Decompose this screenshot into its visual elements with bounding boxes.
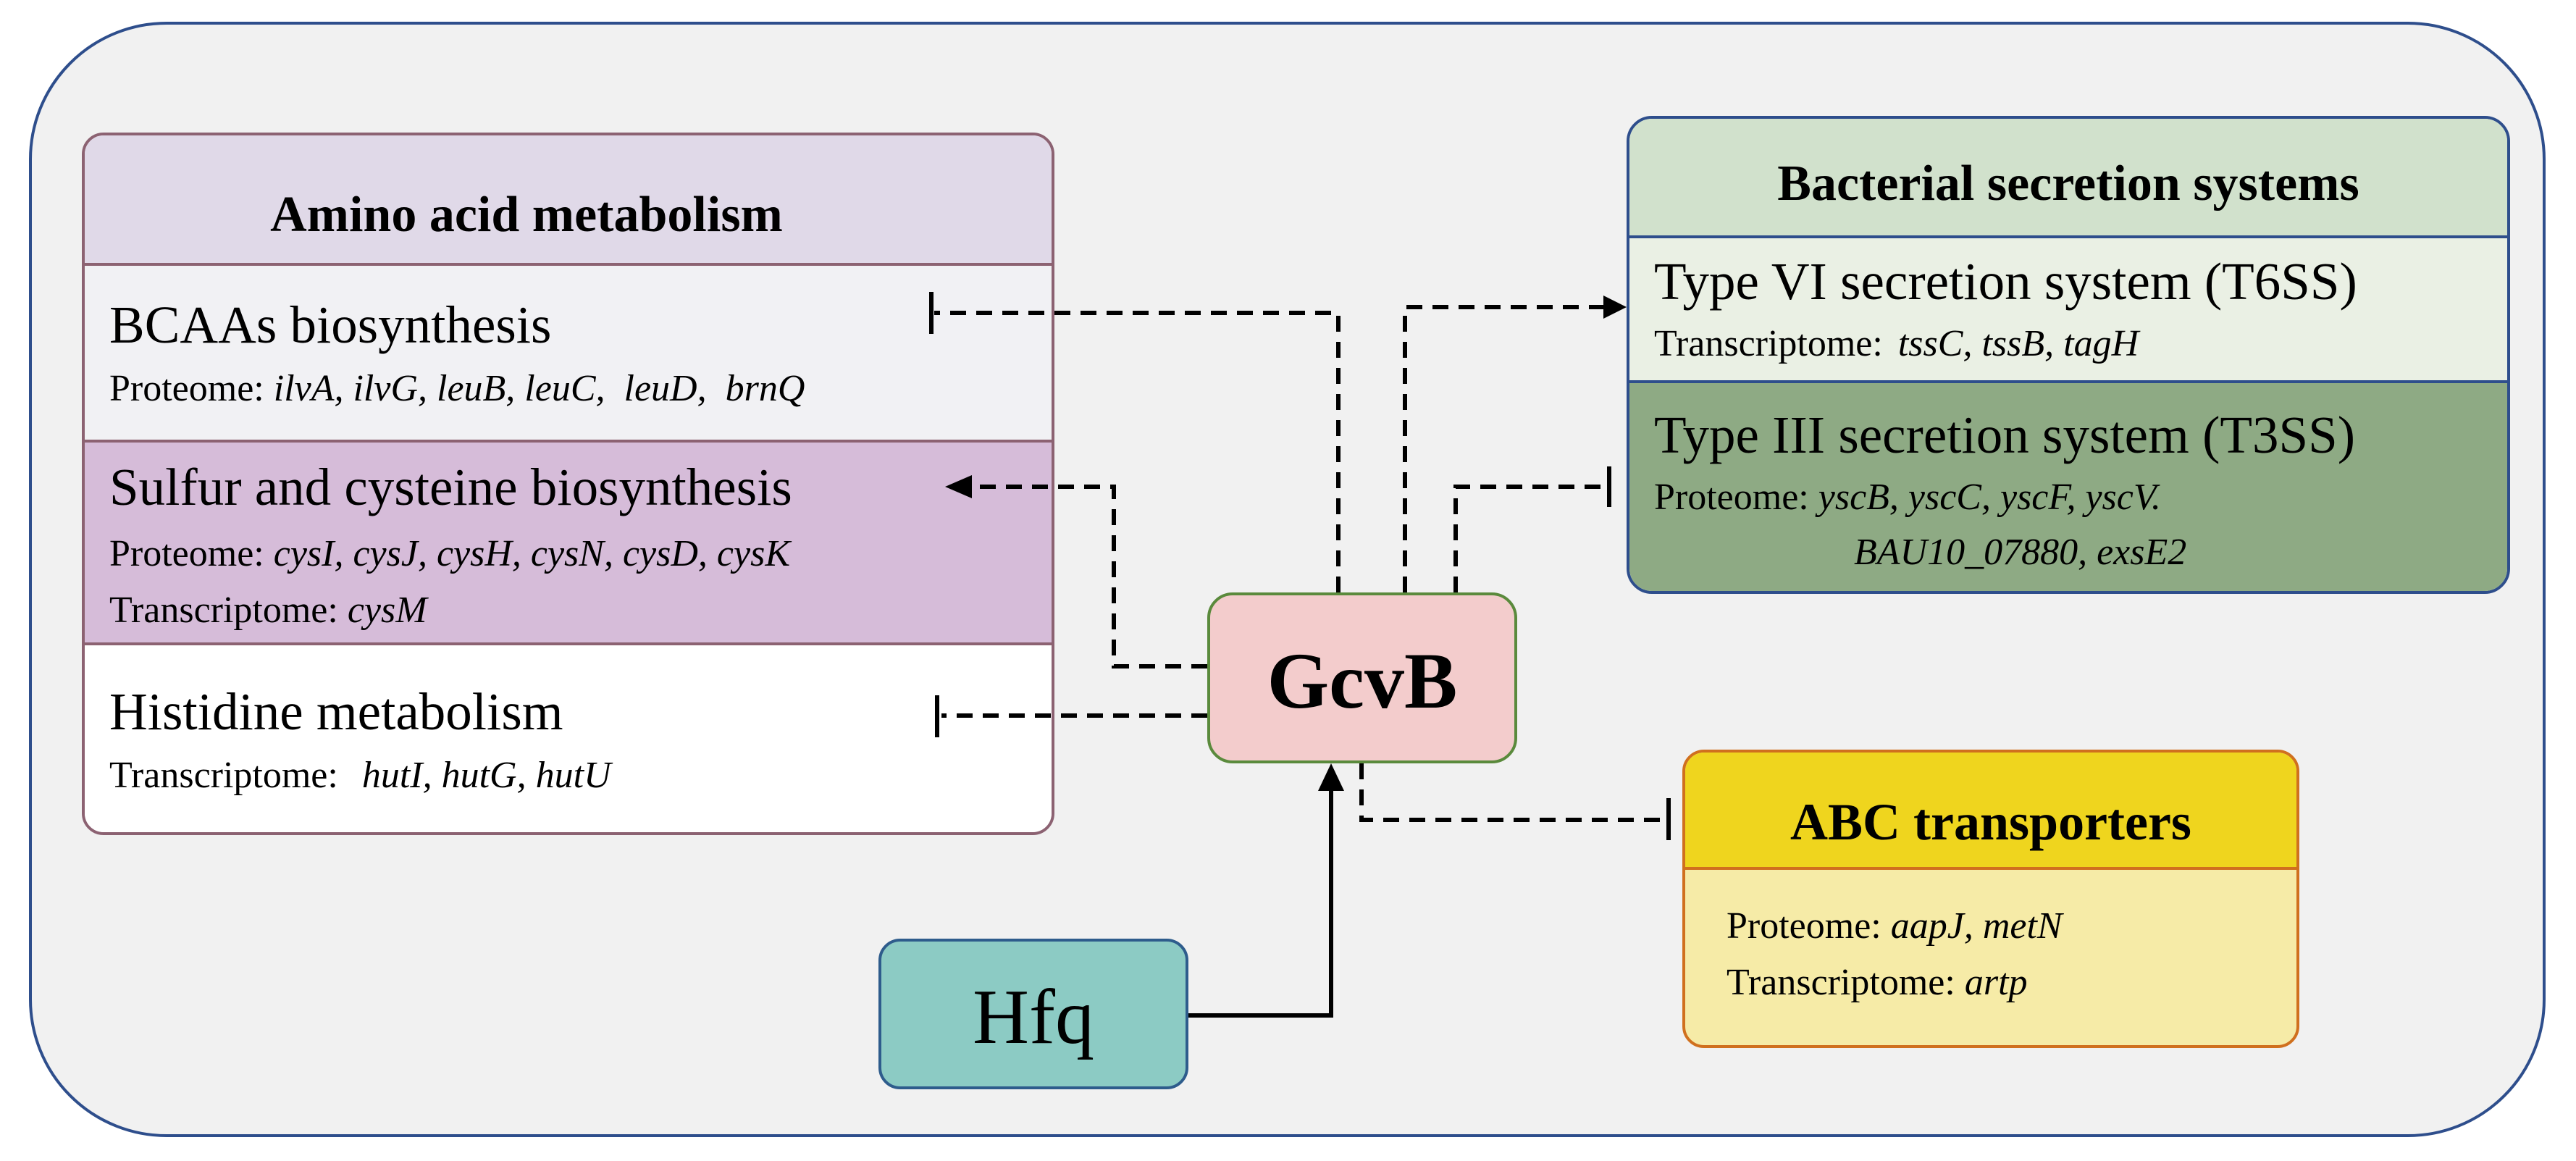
t6ss-title: Type VI secretion system (T6SS) (1654, 252, 2357, 311)
sulfur-proteome-label: Proteome: (109, 533, 264, 574)
amino-acid-metabolism-box: Amino acid metabolism BCAAs biosynthesis… (82, 133, 1054, 835)
amino-acid-header: Amino acid metabolism (85, 135, 1052, 266)
sulfur-transcriptome-label: Transcriptome: (109, 590, 338, 631)
t3ss-proteome-genes-2: BAU10_07880, exsE2 (1854, 532, 2187, 573)
hfq-to-gcvb-activation (1188, 789, 1333, 1018)
bcaa-proteome-label: Proteome: (109, 368, 264, 409)
sulfur-proteome-genes: cysI, cysJ, cysH, cysN, cysD, cysK (273, 533, 790, 574)
t3ss-title: Type III secretion system (T3SS) (1654, 406, 2355, 464)
gcvb-to-t3ss-inhibition (1453, 485, 1606, 592)
histidine-transcriptome: Transcriptome: hutI, hutG, hutU (109, 754, 611, 797)
sulfur-section: Sulfur and cysteine biosynthesis Proteom… (85, 443, 1052, 645)
secretion-systems-box: Bacterial secretion systems Type VI secr… (1627, 116, 2510, 594)
abc-proteome-label: Proteome: (1727, 905, 1881, 947)
histidine-transcriptome-genes: hutI, hutG, hutU (361, 755, 611, 796)
abc-proteome-genes: aapJ, metN (1890, 905, 2063, 947)
gcvb-to-sulfur-activation (970, 485, 1207, 668)
sulfur-transcriptome-genes: cysM (347, 590, 427, 631)
sulfur-proteome: Proteome: cysI, cysJ, cysH, cysN, cysD, … (109, 532, 790, 575)
abc-transcriptome: Transcriptome: artp (1727, 961, 2028, 1004)
gcvb-node: GcvB (1207, 592, 1517, 763)
hfq-gcvb-arrowhead (1318, 763, 1344, 791)
sulfur-title: Sulfur and cysteine biosynthesis (109, 458, 792, 516)
t6ss-transcriptome-genes: tssC, tssB, tagH (1897, 323, 2139, 364)
t3ss-proteome: Proteome: yscB, yscC, yscF, yscV. (1654, 476, 2161, 519)
bcaa-proteome-genes: ilvA, ilvG, leuB, leuC, leuD, brnQ (273, 368, 805, 409)
t6ss-transcriptome: Transcriptome: tssC, tssB, tagH (1654, 322, 2139, 365)
sulfur-transcriptome: Transcriptome: cysM (109, 589, 427, 632)
bcaa-proteome: Proteome: ilvA, ilvG, leuB, leuC, leuD, … (109, 367, 805, 410)
abc-transporters-box: ABC transporters Proteome: aapJ, metN Tr… (1682, 750, 2299, 1048)
t3ss-section: Type III secretion system (T3SS) Proteom… (1629, 383, 2507, 591)
abc-header: ABC transporters (1685, 753, 2296, 870)
t6ss-arrowhead (1603, 296, 1627, 319)
t3ss-proteome-genes-1: yscB, yscC, yscF, yscV. (1818, 477, 2161, 518)
t3ss-proteome-label: Proteome: (1654, 477, 1809, 518)
hfq-label: Hfq (973, 974, 1094, 1060)
gcvb-to-t6ss-activation (1403, 305, 1609, 592)
bcaa-title: BCAAs biosynthesis (109, 296, 552, 354)
secretion-title: Bacterial secretion systems (1777, 156, 2359, 211)
abc-title: ABC transporters (1790, 793, 2191, 851)
abc-proteome: Proteome: aapJ, metN (1727, 905, 2063, 947)
hfq-node: Hfq (878, 939, 1188, 1089)
abc-transcriptome-label: Transcriptome: (1727, 962, 1955, 1003)
histidine-title: Histidine metabolism (109, 682, 563, 741)
t6ss-section: Type VI secretion system (T6SS) Transcri… (1629, 238, 2507, 383)
gcvb-to-abc-inhibition (1359, 763, 1666, 822)
amino-acid-title: Amino acid metabolism (270, 187, 783, 243)
bcaa-section: BCAAs biosynthesis Proteome: ilvA, ilvG,… (85, 266, 1052, 443)
t6ss-transcriptome-label: Transcriptome: (1654, 323, 1883, 364)
sulfur-arrowhead (945, 475, 972, 498)
histidine-section: Histidine metabolism Transcriptome: hutI… (85, 645, 1052, 832)
secretion-header: Bacterial secretion systems (1629, 119, 2507, 238)
gcvb-label: GcvB (1267, 637, 1458, 725)
gcvb-to-bcaa-inhibition (934, 311, 1341, 592)
abc-transcriptome-genes: artp (1964, 962, 2028, 1003)
histidine-transcriptome-label: Transcriptome: (109, 755, 338, 796)
